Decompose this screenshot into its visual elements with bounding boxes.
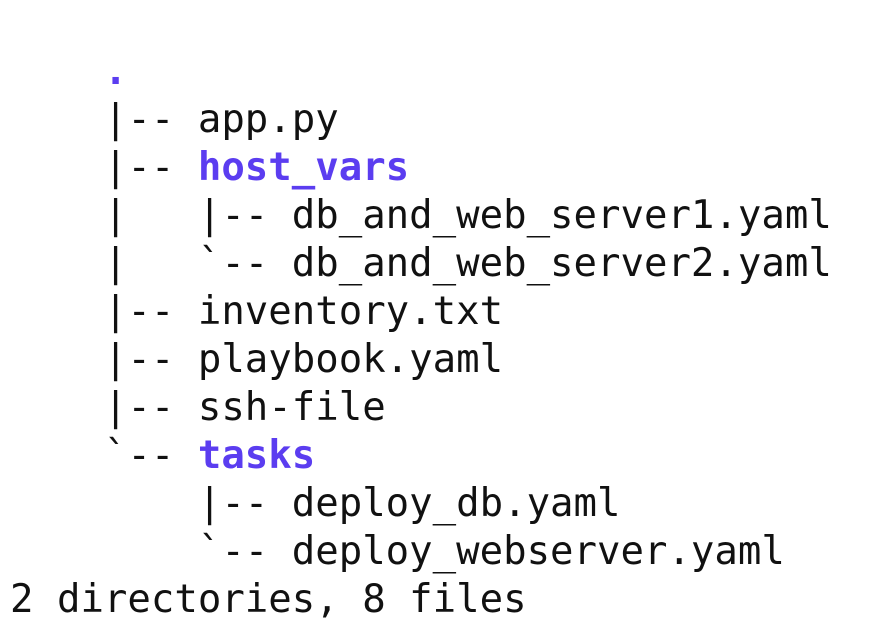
tree-entry: | |-- db_and_web_server1.yaml bbox=[10, 144, 866, 238]
tree-branch-prefix: | |-- bbox=[103, 193, 292, 238]
tree-branch-prefix: |-- bbox=[103, 385, 198, 430]
tree-entry: `-- deploy_webserver.yaml bbox=[10, 480, 866, 574]
file-name: inventory.txt bbox=[197, 289, 504, 334]
tree-branch-prefix: |-- bbox=[103, 289, 198, 334]
tree-entry: |-- deploy_db.yaml bbox=[10, 432, 866, 526]
tree-branch-prefix: `-- bbox=[103, 529, 292, 574]
directory-name: host_vars bbox=[197, 145, 410, 190]
tree-entry: | `-- db_and_web_server2.yaml bbox=[10, 192, 866, 286]
tree-entry: |-- app.py bbox=[10, 48, 866, 142]
tree-root: . bbox=[103, 49, 128, 94]
tree-summary: 2 directories, 8 files bbox=[10, 577, 527, 622]
tree-branch-prefix: |-- bbox=[103, 145, 198, 190]
file-name: playbook.yaml bbox=[197, 337, 504, 382]
file-name: deploy_webserver.yaml bbox=[291, 529, 785, 574]
terminal-output: . |-- app.py |-- host_vars | |-- db_and_… bbox=[10, 0, 866, 622]
file-name: db_and_web_server2.yaml bbox=[291, 241, 832, 286]
tree-entry: |-- playbook.yaml bbox=[10, 288, 866, 382]
tree-root-line: . bbox=[10, 0, 866, 94]
tree-entry: |-- inventory.txt bbox=[10, 240, 866, 334]
file-name: deploy_db.yaml bbox=[291, 481, 621, 526]
file-name: app.py bbox=[197, 97, 339, 142]
tree-entry: |-- host_vars bbox=[10, 96, 866, 190]
tree-branch-prefix: |-- bbox=[103, 97, 198, 142]
tree-entry: |-- ssh-file bbox=[10, 336, 866, 430]
tree-branch-prefix: |-- bbox=[103, 337, 198, 382]
directory-name: tasks bbox=[197, 433, 316, 478]
file-name: db_and_web_server1.yaml bbox=[291, 193, 832, 238]
tree-branch-prefix: `-- bbox=[103, 433, 198, 478]
tree-entry: `-- tasks bbox=[10, 384, 866, 478]
tree-branch-prefix: | `-- bbox=[103, 241, 292, 286]
file-name: ssh-file bbox=[197, 385, 386, 430]
tree-branch-prefix: |-- bbox=[103, 481, 292, 526]
